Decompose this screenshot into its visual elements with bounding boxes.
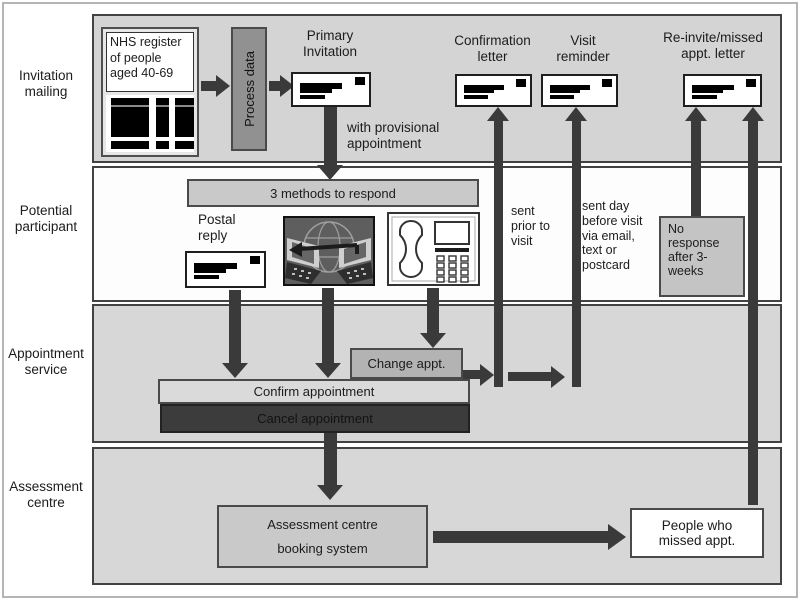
confirm-appointment-bar: Confirm appointment xyxy=(158,379,470,404)
visit-reminder-title: Visit reminder xyxy=(556,33,610,64)
booking-system-box: Assessment centre booking system xyxy=(217,505,428,568)
internet-computers-icon xyxy=(283,216,375,286)
nhs-register-box: NHS register of people aged 40-69 xyxy=(101,27,199,157)
envelope-primary-invitation-icon xyxy=(291,72,371,107)
envelope-reinvite-icon xyxy=(683,74,762,107)
confirmation-letter-title: Confirmation letter xyxy=(454,33,531,64)
register-stack-icon xyxy=(106,95,194,152)
envelope-confirmation-icon xyxy=(455,74,532,107)
process-data-label: Process data xyxy=(241,51,257,127)
no-response-box: No response after 3-weeks xyxy=(659,216,745,297)
sent-prior-note: sent prior to visit xyxy=(511,204,550,248)
reinvite-letter-title: Re-invite/missed appt. letter xyxy=(663,30,763,61)
lane-label-potential-participant: Potential participant xyxy=(14,203,78,235)
primary-invitation-title: Primary Invitation xyxy=(302,28,358,59)
sent-day-note: sent day before visit via email, text or… xyxy=(582,199,643,272)
cancel-appointment-bar: Cancel appointment xyxy=(160,404,470,433)
telephone-keypad-icon xyxy=(387,212,480,286)
lane-label-invitation-mailing: Invitation mailing xyxy=(18,68,74,100)
process-data-box: Process data xyxy=(231,27,267,151)
envelope-postal-reply-icon xyxy=(185,251,266,288)
nhs-register-label: NHS register of people aged 40-69 xyxy=(106,32,194,92)
booking-system-line2: booking system xyxy=(277,541,368,557)
with-provisional-note: with provisional appointment xyxy=(347,120,440,151)
postal-reply-label: Postal reply xyxy=(198,212,236,243)
missed-appt-box: People who missed appt. xyxy=(630,508,764,558)
lane-label-appointment-service: Appointment service xyxy=(8,346,84,378)
change-appt-box: Change appt. xyxy=(350,348,463,379)
lane-label-assessment-centre: Assessment centre xyxy=(9,479,83,511)
booking-system-line1: Assessment centre xyxy=(267,516,378,532)
methods-to-respond-bar: 3 methods to respond xyxy=(187,179,479,207)
envelope-visit-reminder-icon xyxy=(541,74,618,107)
